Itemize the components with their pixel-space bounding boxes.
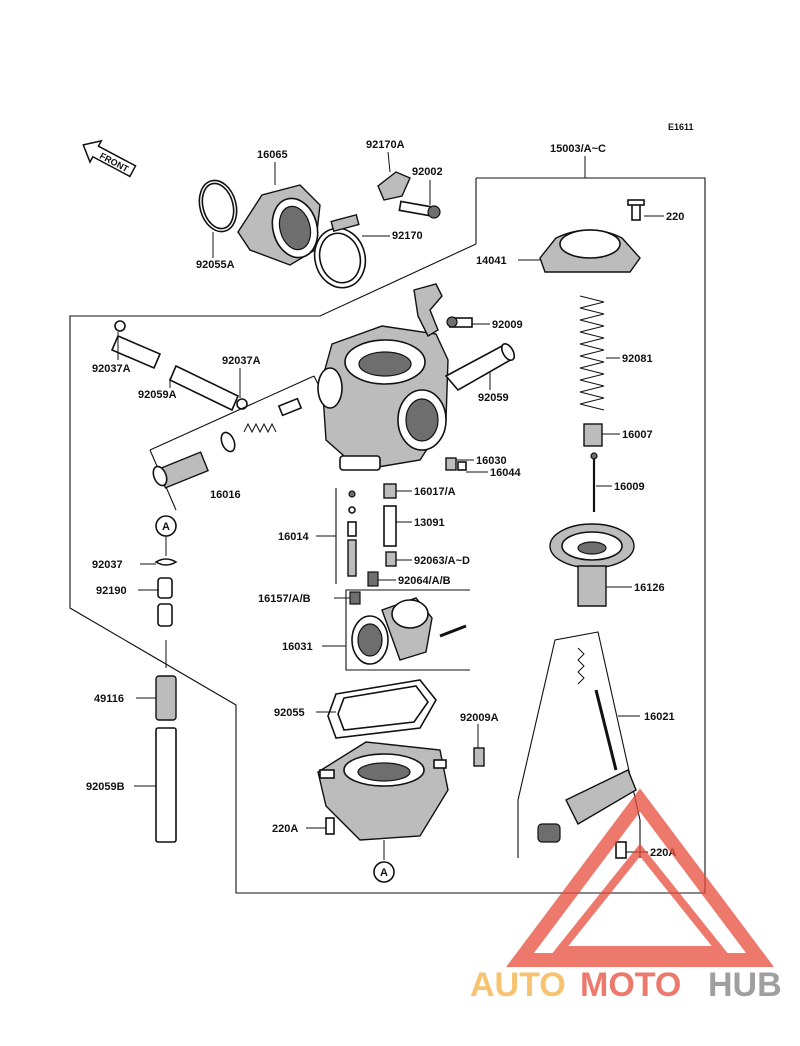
front-arrow: FRONT [82,139,137,178]
hose-92059 [444,343,516,392]
label-16017A: 16017/A [414,486,456,498]
label-49116: 49116 [94,693,124,705]
float-16031 [351,597,467,665]
label-92055A: 92055A [196,259,235,271]
label-92009: 92009 [492,319,523,331]
hose-92059B [155,727,177,843]
top-cover-group: 220 14041 92081 16007 16009 16126 [476,199,684,607]
spring-92081 [579,295,605,411]
jets-column [349,483,397,605]
needle-jet-13091 [383,505,397,547]
float-chamber: A [317,741,449,883]
label-92059B: 92059B [86,781,125,793]
label-13091: 13091 [414,517,445,529]
screw-220 [631,203,641,221]
label-16021: 16021 [644,711,675,723]
label-16007: 16007 [622,429,653,441]
label-14041: 14041 [476,255,507,267]
intake-holder-group [198,171,441,289]
watermark-logo: AUTO MOTO HUB [470,788,782,1004]
label-16157: 16157/A/B [258,593,311,605]
part-16030 [445,457,457,471]
label-16065: 16065 [257,149,288,161]
assembly-label: 15003/A~C [550,143,606,155]
holder-16007 [583,423,603,447]
drain-group: A [154,515,178,843]
label-16031: 16031 [282,641,313,653]
clip-92037A-left [114,320,126,332]
pilot-screw-16014 [335,488,357,584]
jet-16017 [383,483,397,499]
starter-assy-16021 [537,647,637,859]
jet-92063 [385,551,397,567]
frame-lines [69,177,706,894]
screw-92009A [473,747,485,767]
label-92170: 92170 [392,230,423,242]
hose-92190 [157,577,173,599]
label-92059A: 92059A [138,389,177,401]
label-16044: 16044 [490,467,521,479]
vacuum-piston-16126 [549,523,635,607]
clip-92037 [154,558,178,566]
starter-plunger-16016 [149,375,319,511]
label-92170A: 92170A [366,139,405,151]
label-92037: 92037 [92,559,123,571]
bracket-92170A [377,171,411,201]
label-92037A-right: 92037A [222,355,261,367]
label-16016: 16016 [210,489,241,501]
label-92063: 92063/A~D [414,555,470,567]
ref-marker-bottom [373,861,395,883]
bolt-92002 [398,200,432,217]
label-92055: 92055 [274,707,305,719]
label-92064: 92064/A/B [398,575,451,587]
carburetor-body [317,283,473,471]
watermark-moto: MOTO [580,966,681,1004]
screw-220A-left [325,817,335,835]
label-16009: 16009 [614,481,645,493]
ref-marker-bottom-label: A [380,867,388,879]
screw-220A-right [615,841,627,859]
plug-92064 [367,571,379,587]
intake-labels: 16065 92170A 92002 92170 92055A [196,139,443,271]
label-92009A: 92009A [460,712,499,724]
label-16030: 16030 [476,455,507,467]
label-16014: 16014 [278,531,309,543]
throttle-bracket [413,283,443,337]
watermark-hub: HUB [708,966,782,1004]
label-92190: 92190 [96,585,127,597]
part-16044 [457,461,467,471]
screw-16157 [349,591,361,605]
drain-49116 [155,675,177,721]
label-16126: 16126 [634,582,665,594]
diagram-code: E1611 [668,122,694,132]
label-92002: 92002 [412,166,443,178]
label-220: 220 [666,211,684,223]
label-92081: 92081 [622,353,653,365]
ref-marker-top-label: A [162,521,170,533]
label-92059: 92059 [478,392,509,404]
label-92037A-left: 92037A [92,363,131,375]
watermark-auto: AUTO [470,966,566,1004]
label-220A-left: 220A [272,823,298,835]
